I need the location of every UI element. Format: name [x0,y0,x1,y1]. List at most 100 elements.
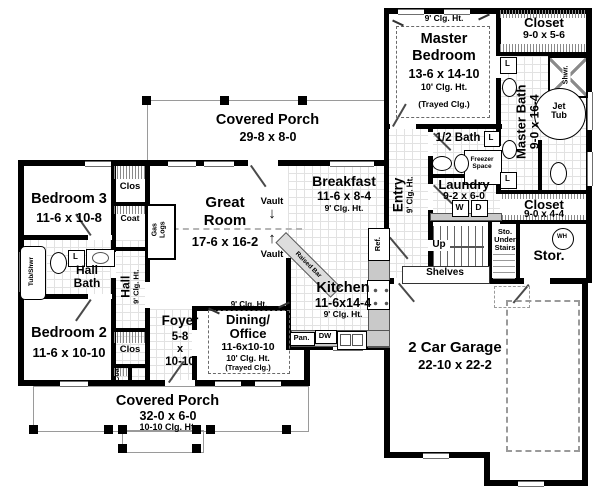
freezer-label-2: Space [472,162,492,170]
sink-basin [340,334,351,346]
clos-b2-label: Clos [119,344,141,355]
wall [384,278,390,458]
wall [145,160,150,385]
dining-name-1: Dining/ [225,312,271,327]
closet-rod [500,44,586,52]
wall [488,222,492,280]
linen-label: L [488,133,494,142]
vault-label-top: Vault [260,196,284,207]
porch-top-dim: 29-8 x 8-0 [239,130,297,144]
porch-post [142,96,151,105]
wall [384,124,389,290]
master-bath-name: Master Bath [513,84,529,160]
wall [111,294,116,385]
porch-bottom-dim: 32-0 x 6-0 [139,409,197,423]
master-tray: (Trayed Clg.) [418,99,470,109]
jet-tub [534,88,586,140]
storage-label: Stor. [533,247,565,263]
door-leaf [398,282,415,303]
window [587,152,593,186]
closet-rod [114,332,145,343]
closet-rod [502,194,586,199]
hall-name: Hall [118,275,133,299]
washer-box [452,200,469,217]
wall [582,278,588,486]
pantry-label: Pan. [293,333,310,342]
wall [384,8,592,14]
dining-clg: 10' Clg. Ht. [226,353,270,363]
master-name-2: Bedroom [412,48,476,64]
kitchen-dim: 11-6x14-4 [314,296,372,310]
dining-dim: 11-6x10-10 [221,341,275,353]
kitchen-clg: 9' Clg. Ht. [323,309,363,319]
closet-bottom-dim: 9-0 x 4-4 [523,209,565,220]
wall [538,140,542,190]
window [85,161,111,167]
dining-name-2: Office [229,326,267,341]
stoop-outline [122,430,204,453]
entry-floor [388,127,429,282]
porch-post [220,96,229,105]
trayed-ceiling-master [396,26,490,118]
window [168,161,196,167]
closet-bottom-name: Closet [524,197,564,212]
garage-dim: 22-10 x 22-2 [418,357,492,372]
dryer-label: D [475,202,482,212]
hall-floor [114,240,147,382]
stoop-post [118,444,127,453]
door-opening [88,235,112,240]
coat-foyer-label: Coat [114,366,122,382]
door-opening [248,160,278,166]
wall [586,8,592,283]
wall [111,160,116,306]
wall [18,294,116,299]
bottom-porch-outline [33,386,309,432]
coat-foyer-label-wrap: Coat [104,362,132,386]
up-arrow-line [448,246,484,248]
sto-under-stairs-treads [493,254,515,280]
vault-down-arrow: ↓ [268,205,276,222]
wall [500,52,588,56]
linen-box [484,131,500,147]
closet-rod [500,10,586,18]
great-room-name-2: Room [203,212,247,229]
hall-bath-label-2: Bath [73,275,101,290]
window [330,161,374,167]
vanity-sink [502,78,517,97]
wall [18,380,310,386]
hall-bath-toilet [50,252,67,274]
dining-tray: (Trayed Clg.) [225,363,271,372]
breakfast-dim: 11-6 x 8-4 [316,189,372,203]
wall [286,308,291,348]
sink-basin [352,334,363,346]
foyer-dim-x: x [176,343,184,355]
closet-top-dim: 9-0 x 5-6 [522,29,566,41]
master-clg: 10' Clg. Ht. [420,82,468,92]
sto-label-3: Stairs [494,242,516,252]
foyer-dim-1: 5-8 [171,331,189,343]
foyer-dim-2: 10-10 [165,356,195,368]
closet-rod [114,206,145,214]
porch-post [29,425,38,434]
vault-line [152,228,302,230]
coat-b3-label: Coat [120,213,140,223]
window [444,9,470,15]
half-bath-sink [432,156,452,171]
wall [516,220,520,282]
gas-logs-label-2: Logs [158,221,166,239]
stove [367,280,390,310]
window [215,381,241,387]
vanity-sink [502,140,517,159]
shelves-label: Shelves [426,267,464,278]
wall [18,235,116,240]
great-room-name-1: Great [205,194,245,211]
master-dim: 13-6 x 14-10 [408,67,480,81]
dishwasher-box [315,330,337,344]
master-bath-dim: 9-0 x 16-4 [527,94,542,150]
foyer-floor [148,309,193,382]
linen-box [68,250,85,267]
wall [111,328,150,332]
trayed-ceiling-dining [208,310,290,374]
laundry-dim: 9-2 x 6-0 [442,190,486,202]
